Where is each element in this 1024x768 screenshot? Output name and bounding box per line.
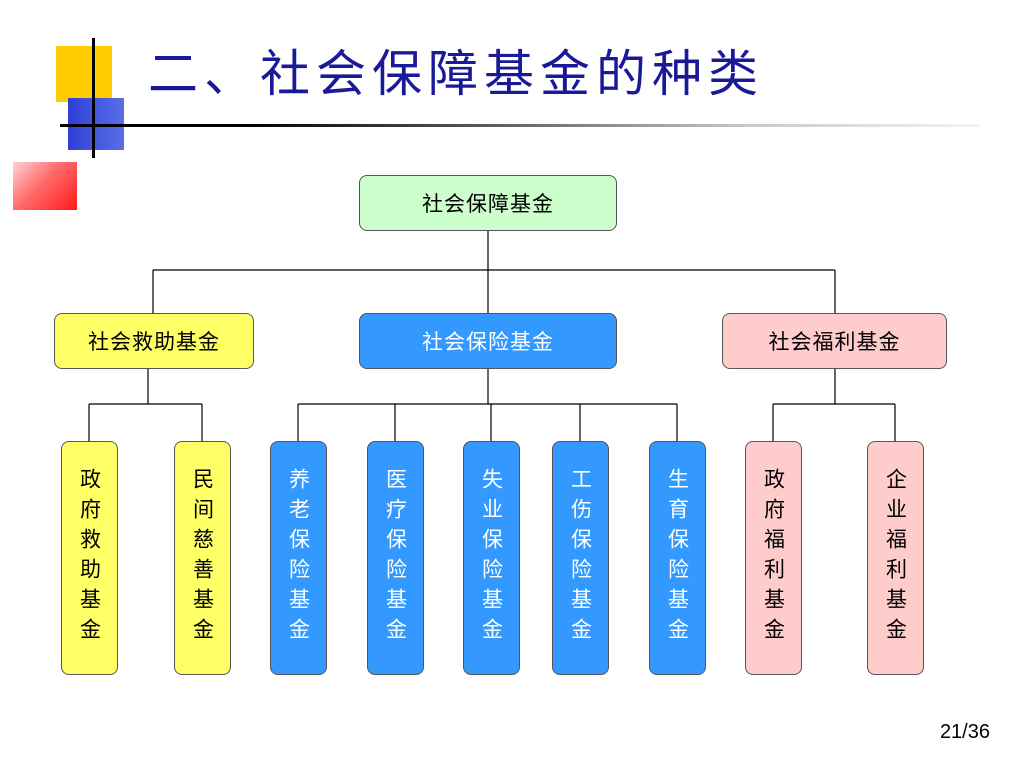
decor-vertical-line [92, 38, 95, 158]
leaf-label: 生育保险基金 [665, 468, 690, 648]
leaf-label: 工伤保险基金 [568, 468, 593, 648]
leaf-node-government-assistance: 政府救助基金 [61, 441, 118, 675]
root-node: 社会保障基金 [359, 175, 617, 231]
leaf-node-private-charity: 民间慈善基金 [174, 441, 231, 675]
decor-red-square [13, 162, 77, 210]
leaf-label: 政府救助基金 [77, 468, 102, 648]
leaf-label: 政府福利基金 [761, 468, 786, 648]
category-node-welfare: 社会福利基金 [722, 313, 947, 369]
leaf-node-maternity-insurance: 生育保险基金 [649, 441, 706, 675]
leaf-node-unemployment-insurance: 失业保险基金 [463, 441, 520, 675]
page-number: 21/36 [939, 721, 990, 743]
category-node-insurance: 社会保险基金 [359, 313, 617, 369]
leaf-label: 医疗保险基金 [383, 468, 408, 648]
decor-yellow-square [56, 46, 112, 102]
leaf-label: 企业福利基金 [883, 468, 908, 648]
title-underline [60, 124, 980, 127]
category-node-assistance: 社会救助基金 [54, 313, 254, 369]
leaf-node-work-injury-insurance: 工伤保险基金 [552, 441, 609, 675]
leaf-node-government-welfare: 政府福利基金 [745, 441, 802, 675]
leaf-node-enterprise-welfare: 企业福利基金 [867, 441, 924, 675]
leaf-node-pension-insurance: 养老保险基金 [270, 441, 327, 675]
leaf-label: 养老保险基金 [286, 468, 311, 648]
leaf-label: 失业保险基金 [479, 468, 504, 648]
slide-title: 二、社会保障基金的种类 [148, 45, 764, 103]
leaf-label: 民间慈善基金 [190, 468, 215, 648]
leaf-node-medical-insurance: 医疗保险基金 [367, 441, 424, 675]
